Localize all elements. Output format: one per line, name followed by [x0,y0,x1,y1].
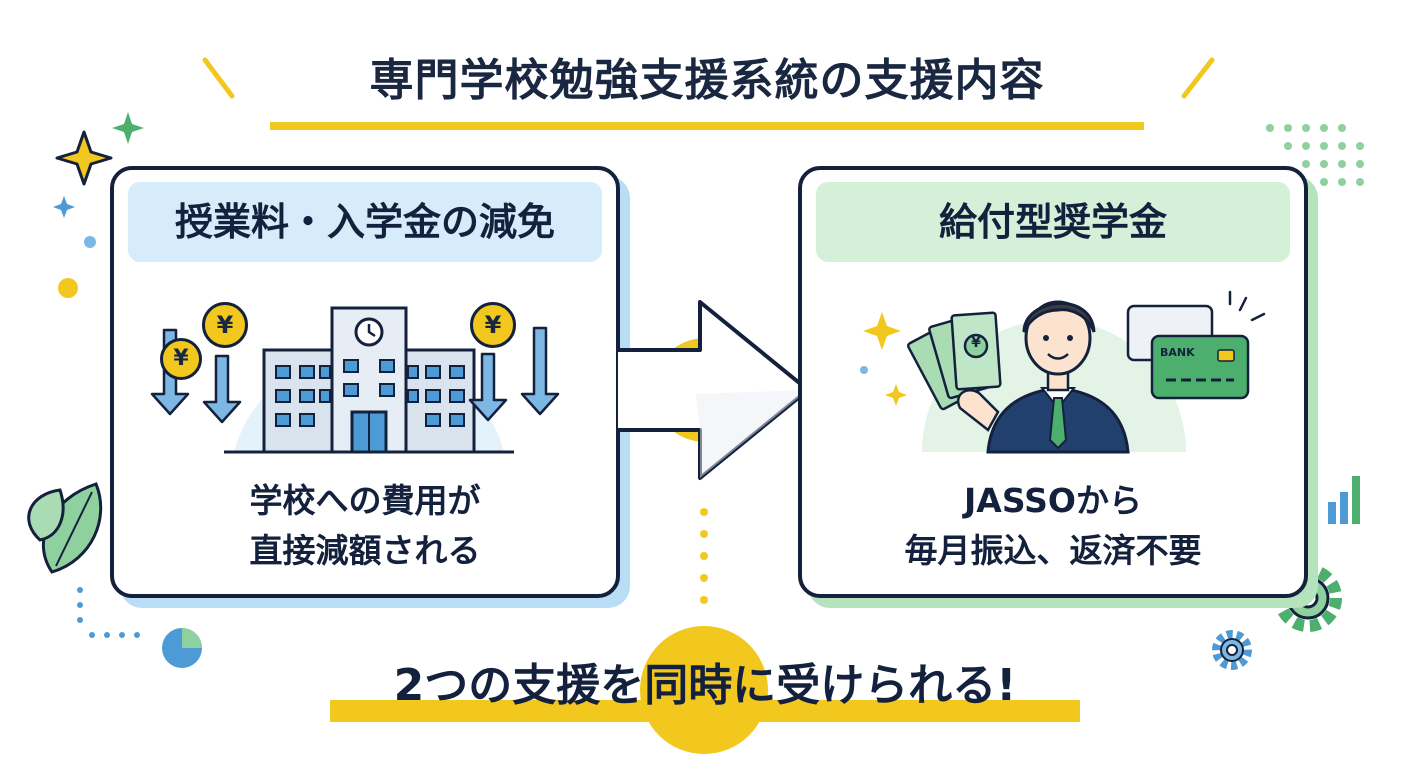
leaf-icon [27,482,103,574]
left-card-heading: 授業料・入学金の減免 [128,182,602,262]
title-accent-marks [202,57,1215,99]
sparkle-icon [863,312,907,406]
scholarship-illustration [860,290,1266,454]
bill-yen-symbol: ¥ [971,335,981,351]
bar-chart-icon [1328,476,1360,524]
bank-label: BANK [1160,346,1195,359]
sparkle-icon [112,112,144,144]
right-card-body-line1: JASSOから [964,481,1142,520]
left-decorations [27,112,202,668]
bottom-banner: 2つの支援を同時に受けられる! [393,660,1017,711]
left-card-body-line1: 学校への費用が [249,481,481,520]
page-title: 専門学校勉強支援系統の支援内容 [369,55,1045,106]
dotted-path [77,587,140,638]
pie-chart-icon [162,628,202,668]
yen-coin-icon: ¥ [470,302,516,348]
yen-coin-icon: ¥ [202,302,248,348]
left-card-body-line2: 直接減額される [249,531,481,570]
sparkle-icon [55,130,113,186]
dotted-line [700,508,708,604]
right-card-heading: 給付型奨学金 [816,182,1290,262]
center-connector [618,300,810,754]
person-icon [986,300,1130,454]
left-card: 授業料・入学金の減免 [110,166,620,598]
gear-icon [1212,630,1252,670]
bank-card-icon [1126,304,1250,400]
dot-grid [1266,124,1364,186]
right-card-body-line2: 毎月振込、返済不要 [904,531,1202,570]
money-bills-icon [907,311,1002,411]
shine-marks [1228,290,1266,322]
banner-highlight [330,700,1080,722]
school-building-icon [262,306,476,454]
right-card: 給付型奨学金 [798,166,1308,598]
yen-coin-icon: ¥ [160,338,202,380]
sparkle-icon [53,196,75,218]
title-underline [270,122,1144,130]
